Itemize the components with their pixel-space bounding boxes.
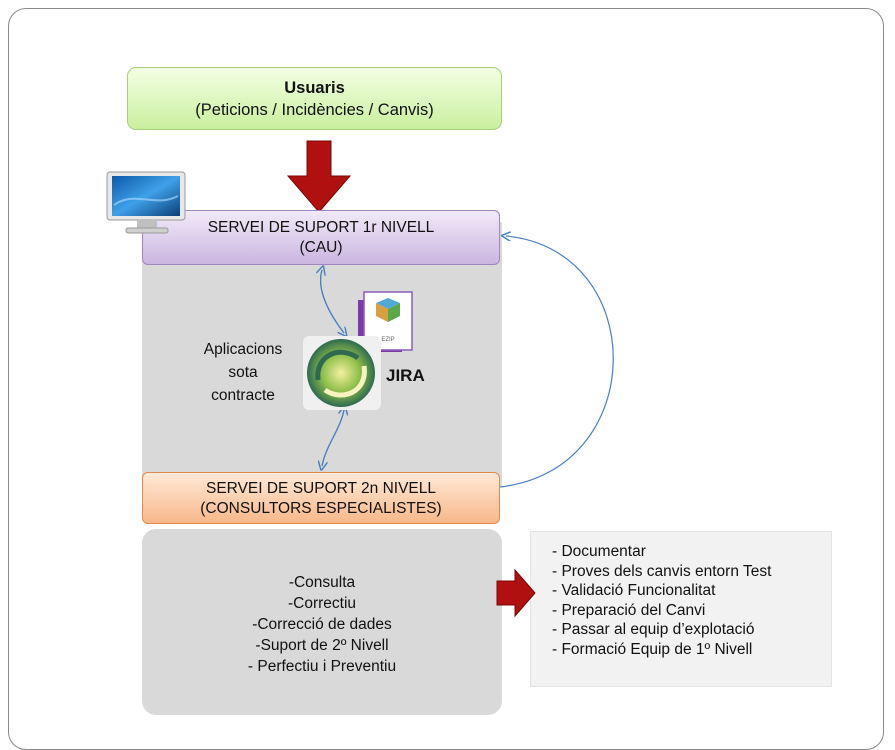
task-item: - Passar al equip d’explotació	[552, 621, 755, 638]
support-level2-subtitle: (CONSULTORS ESPECIALISTES)	[200, 500, 442, 517]
apps-line-3: contracte	[211, 387, 275, 404]
connector-jira-level2	[322, 410, 344, 466]
task-item: - Formació Equip de 1º Nivell	[552, 640, 753, 658]
computer-monitor-icon	[106, 171, 186, 234]
users-box: Usuaris (Peticions / Incidències / Canvi…	[127, 67, 502, 130]
connector-level1-jira	[321, 270, 344, 333]
users-title: Usuaris	[284, 79, 345, 97]
service-item: -Correctiu	[287, 595, 357, 612]
service-item: - Perfectiu i Preventiu	[247, 658, 397, 675]
task-item: - Preparació del Canvi	[552, 601, 706, 619]
down-arrow	[286, 140, 352, 213]
jira-logo-icon	[303, 336, 381, 410]
support-level1-subtitle: (CAU)	[299, 239, 343, 256]
tasks-box: - Documentar - Proves dels canvis entorn…	[530, 531, 832, 687]
service-item: -Consulta	[288, 574, 356, 591]
support-level2-title: SERVEI DE SUPORT 2n NIVELL	[205, 480, 437, 497]
service-item: -Suport de 2º Nivell	[255, 637, 389, 654]
support-level2-box: SERVEI DE SUPORT 2n NIVELL (CONSULTORS E…	[142, 472, 500, 524]
users-subtitle: (Peticions / Incidències / Canvis)	[195, 101, 434, 119]
services-panel: -Consulta -Correctiu -Correcció de dades…	[142, 529, 502, 715]
package-label: EZIP	[381, 337, 394, 343]
apps-line-1: Aplicacions	[203, 341, 283, 358]
service-item: -Correcció de dades	[252, 616, 392, 633]
right-arrow	[496, 568, 536, 618]
task-item: - Proves dels canvis entorn Test	[552, 562, 772, 580]
apps-line-2: sota	[228, 364, 258, 381]
jira-label: JIRA	[386, 366, 425, 385]
task-item: - Validació Funcionalitat	[552, 582, 716, 599]
task-item: - Documentar	[552, 543, 646, 560]
feedback-connector	[499, 236, 614, 488]
support-level1-title: SERVEI DE SUPORT 1r NIVELL	[207, 219, 435, 236]
apps-label: Aplicacions sota contracte	[188, 338, 298, 407]
